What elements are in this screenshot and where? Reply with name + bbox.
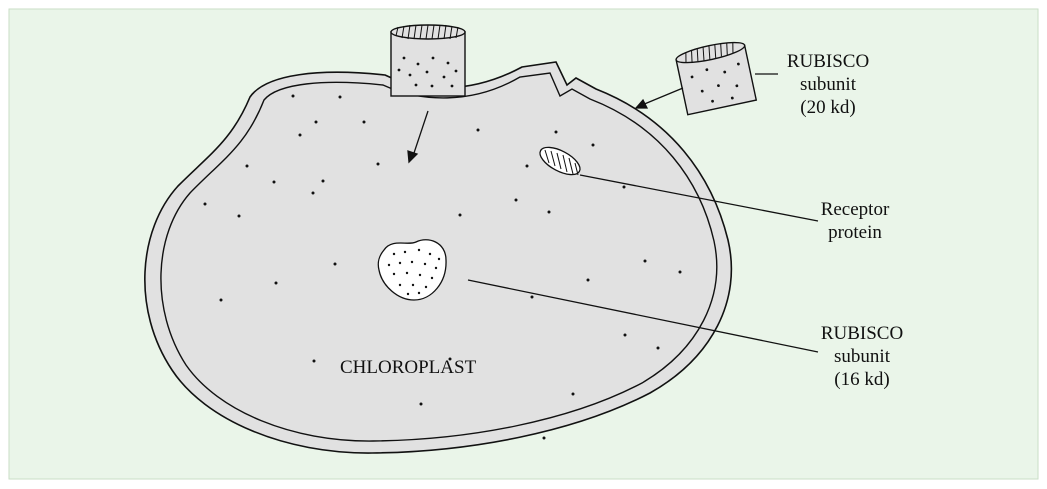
rubisco-16kd-label-line2: subunit	[812, 345, 912, 368]
rubisco-16kd-label: RUBISCO subunit (16 kd)	[812, 322, 912, 391]
rubisco-20kd-label-line2: subunit	[778, 73, 878, 96]
rubisco-16kd-label-line3: (16 kd)	[812, 368, 912, 391]
rubisco-16kd-label-line1: RUBISCO	[812, 322, 912, 345]
rubisco-20kd-label-line3: (20 kd)	[778, 96, 878, 119]
rubisco-20kd-label-line1: RUBISCO	[778, 50, 878, 73]
receptor-label-line2: protein	[810, 221, 900, 244]
receptor-label-line1: Receptor	[810, 198, 900, 221]
rubisco-20kd-label: RUBISCO subunit (20 kd)	[778, 50, 878, 119]
chloroplast-label: CHLOROPLAST	[340, 356, 476, 379]
rubisco-barrel-entering	[391, 25, 465, 96]
receptor-protein-label: Receptor protein	[810, 198, 900, 244]
